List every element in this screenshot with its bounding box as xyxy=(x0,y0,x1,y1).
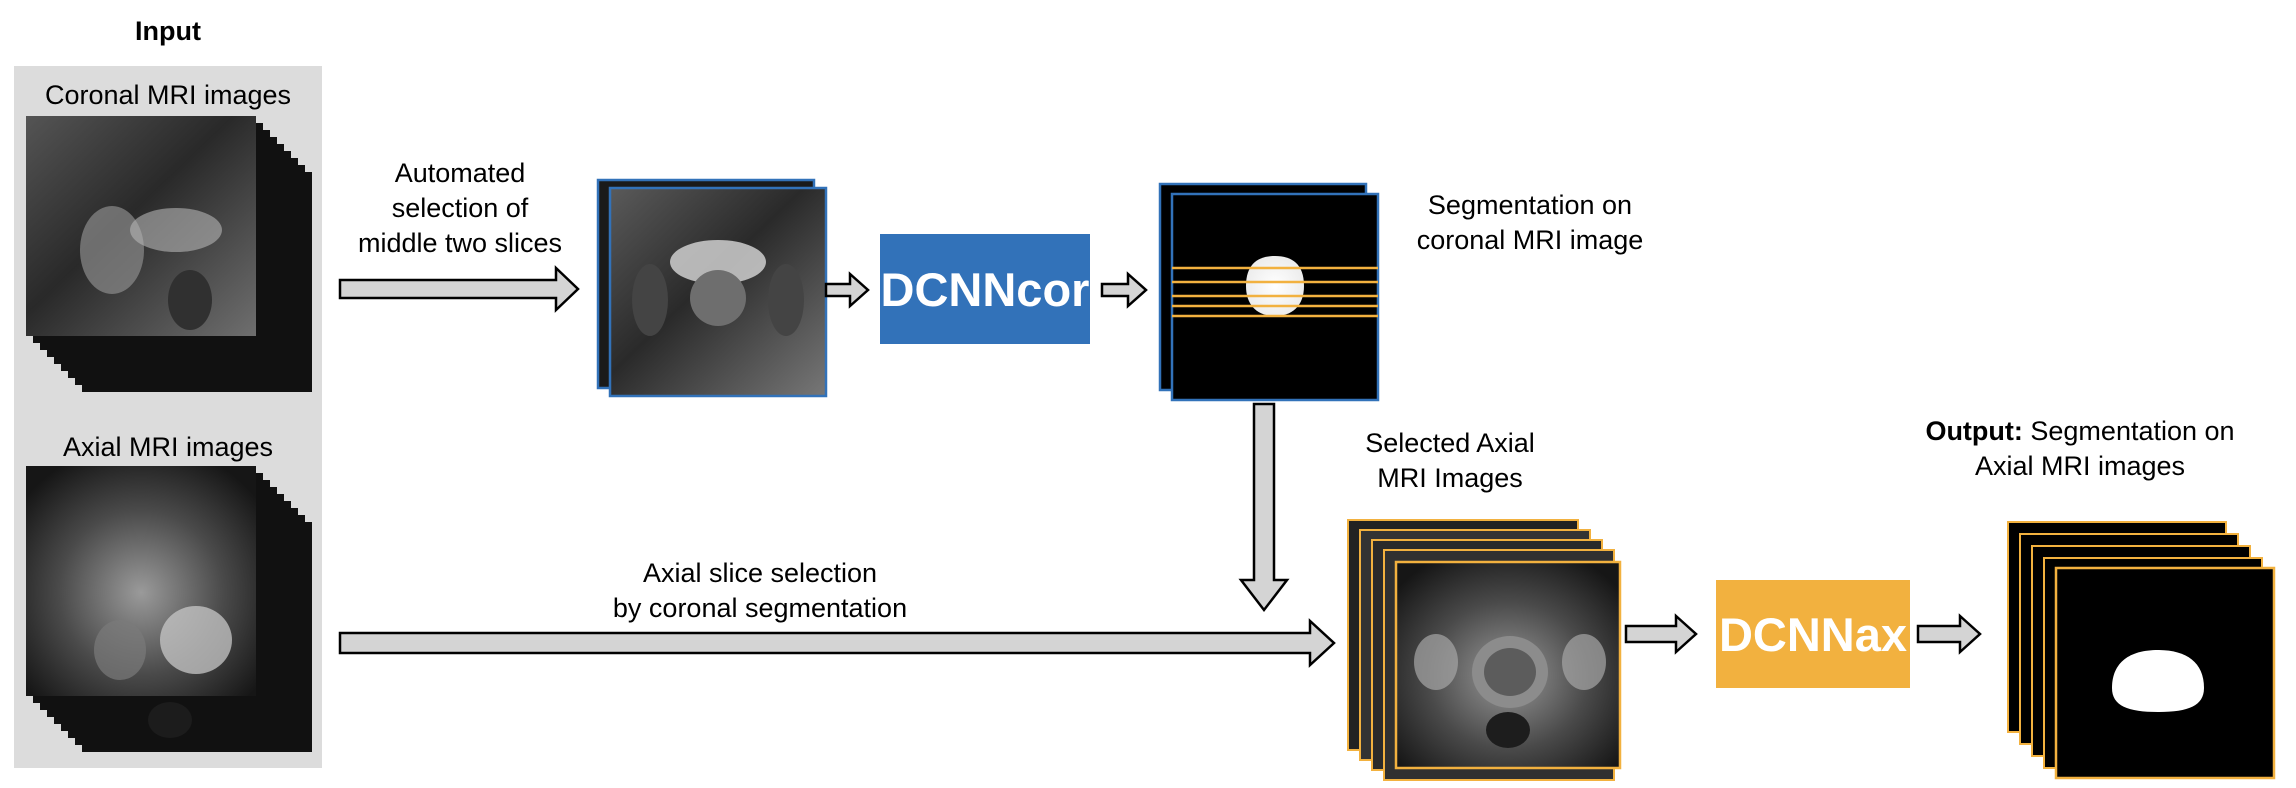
coronal-images-label: Coronal MRI images xyxy=(44,80,292,110)
dcnn-cor-box: DCNNcor xyxy=(880,234,1090,344)
axial-images-label: Axial MRI images xyxy=(62,432,274,462)
axial-segmentation-output xyxy=(2007,521,2276,780)
selected-coronal-slices xyxy=(596,178,828,398)
arrow-selected-to-dcnnax xyxy=(1624,613,1698,655)
coronal-segmentation-line-1: Segmentation on xyxy=(1427,190,1633,220)
selected-axial-line-1: Selected Axial xyxy=(1365,428,1535,458)
axial-slice-selection-line-2: by coronal segmentation xyxy=(612,593,908,623)
automated-selection-label: Automated selection of middle two slices xyxy=(330,156,590,261)
axial-slice-selection-line-1: Axial slice selection xyxy=(642,558,878,588)
coronal-input-stack xyxy=(26,116,312,392)
axial-slice-selection-label: Axial slice selection by coronal segment… xyxy=(520,556,1000,626)
coronal-segmentation-output xyxy=(1158,182,1380,402)
arrow-dcnnax-to-output xyxy=(1916,613,1982,655)
output-label: Output: Segmentation on Axial MRI images xyxy=(1900,414,2260,484)
selected-axial-label: Selected Axial MRI Images xyxy=(1300,426,1600,496)
selected-axial-stack xyxy=(1347,519,1622,781)
arrow-dcnncor-to-segmentation xyxy=(1100,271,1148,309)
automated-selection-line-2: selection of xyxy=(391,193,529,223)
coronal-segmentation-label: Segmentation on coronal MRI image xyxy=(1380,188,1680,258)
arrow-axial-to-selected xyxy=(338,618,1336,668)
axial-input-stack xyxy=(26,466,312,752)
arrow-coronal-seg-down xyxy=(1238,402,1290,613)
output-line-2: Axial MRI images xyxy=(1974,451,2186,481)
output-rest: Segmentation on xyxy=(2022,416,2235,446)
automated-selection-line-3: middle two slices xyxy=(357,228,563,258)
arrow-selection-to-dcnncor xyxy=(824,271,870,309)
output-line-1: Output: Segmentation on xyxy=(1900,414,2260,449)
selected-axial-line-2: MRI Images xyxy=(1377,463,1523,493)
dcnn-ax-box: DCNNax xyxy=(1716,580,1910,688)
coronal-segmentation-line-2: coronal MRI image xyxy=(1416,225,1644,255)
arrow-coronal-to-selection xyxy=(338,265,580,313)
input-title: Input xyxy=(135,16,201,46)
output-bold: Output: xyxy=(1925,416,2023,446)
automated-selection-line-1: Automated xyxy=(394,158,526,188)
